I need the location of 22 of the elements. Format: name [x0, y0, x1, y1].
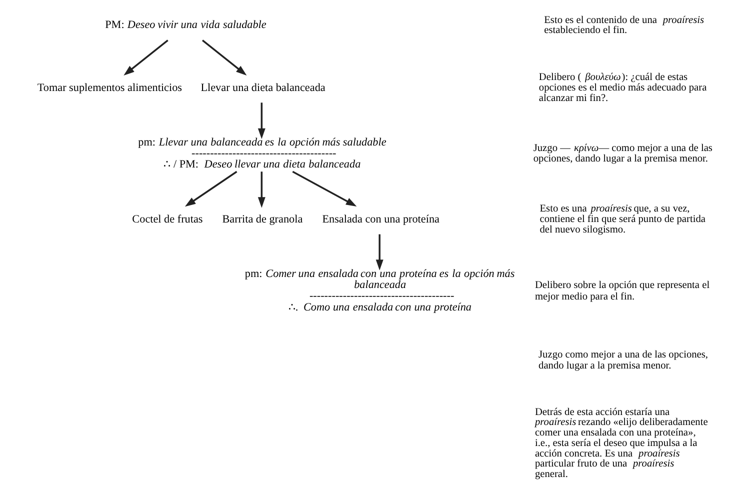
arrow [124, 40, 168, 76]
label: Delibero sobre la opción que representa el mejor medio para el fin. [534, 280, 710, 302]
label: Juzgo —κρίνω— como mejor a una de las opciones, dando lugar a la premisa menor. [533, 143, 712, 164]
node-text: Coctel de frutas [132, 214, 203, 226]
arrow [202, 40, 247, 76]
label: Esto es una proaíresis que, a su vez, contiene el fin que será punto de partida del nuevo silogismo. [540, 204, 706, 236]
arrow [184, 170, 238, 207]
arrow [376, 234, 384, 270]
node-text: pm: Comer una ensalada con una proteína es la opción más balanceada --------------------------------------- ∴. Como una ensalada con una proteína [244, 268, 515, 314]
node-text: Llevar una dieta balanceada [200, 82, 326, 94]
label: Delibero (βουλεύω): ¿cuál de estas opciones es el medio más adecuado para alcanzar mi fin?. [538, 72, 707, 104]
node-text: PM: Deseo vivir una vida saludable [105, 18, 266, 31]
label: Detrás de esta acción estaría una proaíresis rezando «elijo deliberadamente comer una ensalada con una proteína», i.e., esta sería el deseo que impulsa a la acción concreta. Es una proaíresis particular fruto de una proaíresis general. [534, 406, 708, 480]
label: Esto es el contenido de una proaíresis estableciendo el fin. [544, 14, 704, 36]
label: Juzgo como mejor a una de las opciones, dando lugar a la premisa menor. [538, 349, 708, 372]
arrow [292, 170, 357, 206]
node-text: pm: Llevar una balanceada es la opción más saludable --------------------------------------- ∴ / PM: Deseo llevar una dieta balanceada [138, 136, 386, 171]
node-text: Tomar suplementos alimenticios [37, 82, 182, 94]
node-text: Barrita de granola [222, 214, 303, 226]
arrow [258, 102, 266, 140]
node-text: Ensalada con una proteína [322, 214, 440, 226]
arrow [258, 172, 266, 208]
